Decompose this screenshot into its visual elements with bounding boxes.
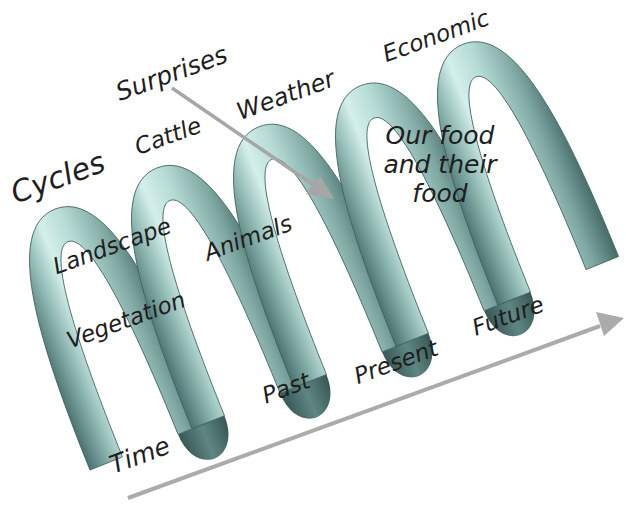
coil-label: Surprises — [112, 41, 231, 108]
coil-ribbon — [0, 20, 626, 503]
ribbon-center-text: Our food and their food — [370, 122, 510, 208]
coil-label: Time — [106, 432, 174, 480]
coil-label: Cycles — [6, 145, 110, 211]
coil-label: Weather — [233, 66, 339, 127]
coil-label: Cattle — [131, 112, 205, 160]
coil-front-arches — [0, 20, 618, 470]
